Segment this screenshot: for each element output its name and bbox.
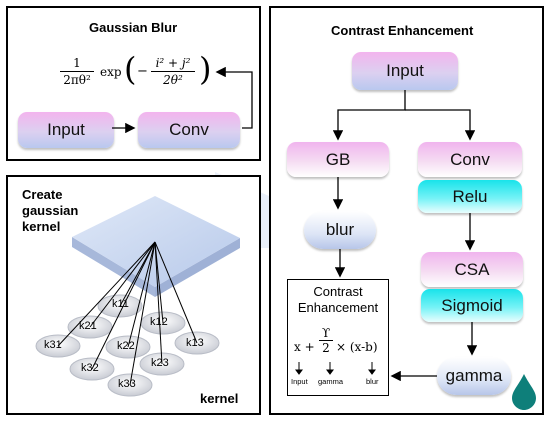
formula-prefix-den: 2πθ² xyxy=(63,73,91,87)
kernel-label-k11: k11 xyxy=(112,298,129,310)
kernel-label-k22: k22 xyxy=(117,340,135,352)
ce-legend-arrows xyxy=(295,362,376,375)
arrow-input-to-conv-ce xyxy=(405,109,476,141)
kernel-label-k33: k33 xyxy=(118,378,136,390)
formula-prefix-fraction: 1 2πθ² xyxy=(58,56,96,87)
ce-sigmoid-label: Sigmoid xyxy=(441,295,503,315)
formula-prefix-num: 1 xyxy=(73,56,81,70)
kernel-lines xyxy=(57,241,198,386)
ce-equation-tail: × (x-b) xyxy=(336,340,378,354)
ce-title: Contrast Enhancement xyxy=(331,23,474,38)
kernel-plane-side-left xyxy=(72,237,155,297)
ce-conv-label: Conv xyxy=(450,149,490,169)
formula-inner-den: 2θ² xyxy=(163,73,183,87)
ce-relu-label: Relu xyxy=(452,186,488,206)
gb-conv-label: Conv xyxy=(169,120,209,139)
ce-equation-num: ϒ xyxy=(321,326,331,340)
ce-csa-node[interactable]: CSA xyxy=(421,252,523,287)
gaussian-blur-panel: Gaussian Blur 1 2πθ² exp ( − i² + j² 2θ²… xyxy=(6,6,261,161)
kernel-footer-label: kernel xyxy=(200,391,239,406)
kernel-plane xyxy=(72,196,240,287)
formula-exp: exp xyxy=(100,65,122,79)
ce-csa-label: CSA xyxy=(454,259,490,279)
ce-formula-box: Contrast Enhancement x + ϒ 2 × (x-b) Inp… xyxy=(287,279,389,396)
kernel-label-k12: k12 xyxy=(150,316,168,328)
formula-inner-fraction: i² + j² 2θ² xyxy=(149,56,197,87)
formula-left-paren: ( xyxy=(124,50,137,88)
ce-legend-gamma: gamma xyxy=(318,377,344,386)
ce-sigmoid-node[interactable]: Sigmoid xyxy=(421,289,523,322)
kernel-title-line1: Create xyxy=(22,187,63,202)
kernel-label-k21: k21 xyxy=(79,320,97,332)
gb-input-node[interactable]: Input xyxy=(18,112,114,148)
arrow-conv-to-formula xyxy=(215,66,253,129)
ce-equation-den: 2 xyxy=(322,341,330,355)
ce-equation: x + ϒ 2 × (x-b) xyxy=(294,326,386,366)
ce-blur-node[interactable]: blur xyxy=(304,211,376,249)
gaussian-formula: 1 2πθ² exp ( − i² + j² 2θ² ) xyxy=(58,50,218,96)
ce-gb-node[interactable]: GB xyxy=(287,142,389,177)
kernel-label-k13: k13 xyxy=(186,337,204,349)
ce-gamma-label: gamma xyxy=(445,366,503,385)
kernel-title: Create gaussian kernel xyxy=(22,187,78,235)
kernel-title-line2: gaussian xyxy=(22,203,79,218)
ce-input-node[interactable]: Input xyxy=(352,52,458,90)
ce-box-title-line1: Contrast xyxy=(313,284,363,299)
ce-input-label: Input xyxy=(386,61,424,80)
kernel-title-line3: kernel xyxy=(22,219,61,234)
formula-minus: − xyxy=(137,64,148,79)
gb-conv-node[interactable]: Conv xyxy=(138,112,240,148)
formula-right-paren: ) xyxy=(199,50,212,88)
ce-box-title-line2: Enhancement xyxy=(297,300,379,315)
arrow-input-to-gb xyxy=(332,90,406,141)
ce-gamma-node[interactable]: gamma xyxy=(437,357,511,395)
ce-relu-node[interactable]: Relu xyxy=(418,180,522,213)
water-drop-icon xyxy=(512,374,536,410)
formula-inner-num: i² + j² xyxy=(155,56,191,70)
kernel-label-k32: k32 xyxy=(81,362,99,374)
kernel-panel: Create gaussian kernel kernel xyxy=(6,175,261,415)
kernel-plane-side-right xyxy=(155,238,240,297)
ce-legend-blur: blur xyxy=(366,377,379,386)
gb-input-label: Input xyxy=(47,120,85,139)
gaussian-blur-title: Gaussian Blur xyxy=(89,20,178,35)
ce-legend-input: Input xyxy=(291,377,308,386)
ce-equation-fraction: ϒ 2 xyxy=(319,326,333,355)
kernel-label-k23: k23 xyxy=(151,357,169,369)
kernel-label-k31: k31 xyxy=(44,339,62,351)
ce-gb-label: GB xyxy=(325,149,351,169)
ce-blur-label: blur xyxy=(325,220,355,239)
ce-conv-node[interactable]: Conv xyxy=(418,142,522,177)
ce-equation-x: x + xyxy=(294,340,315,354)
